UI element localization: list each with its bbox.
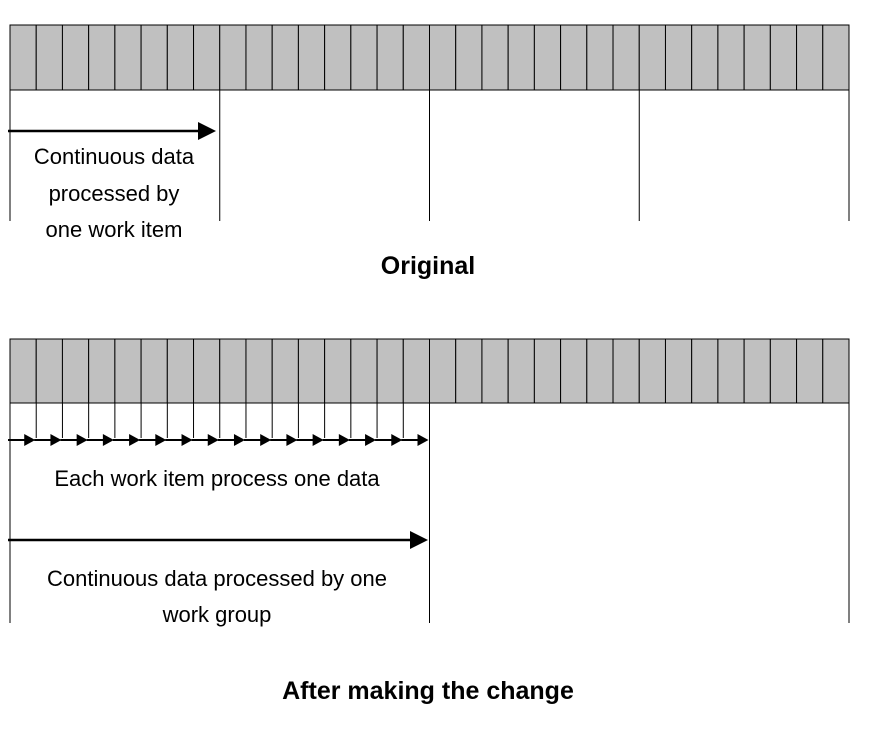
work-item-arrow-head bbox=[181, 434, 193, 446]
original-caption-line-2: processed by bbox=[49, 181, 180, 206]
changed-data-cell bbox=[743, 338, 771, 404]
changed-data-cell bbox=[769, 338, 798, 404]
original-data-cell bbox=[717, 24, 745, 91]
original-data-cell bbox=[429, 24, 457, 91]
changed-data-cell bbox=[193, 338, 221, 404]
original-data-cell bbox=[166, 24, 195, 91]
original-data-cell bbox=[822, 24, 850, 91]
changed-data-cell bbox=[140, 338, 168, 404]
work-item-arrow-head bbox=[24, 434, 36, 446]
work-item-arrow-head bbox=[391, 434, 403, 446]
changed-data-cells bbox=[9, 338, 850, 404]
work-group-arrow bbox=[8, 531, 428, 549]
original-data-cell bbox=[507, 24, 535, 91]
changed-data-cell bbox=[297, 338, 326, 404]
changed-data-cell bbox=[114, 338, 142, 404]
work-item-arrow-head bbox=[365, 434, 377, 446]
original-data-cell bbox=[586, 24, 614, 91]
work-item-arrow-head bbox=[417, 434, 429, 446]
changed-data-cell bbox=[533, 338, 562, 404]
original-data-cell bbox=[796, 24, 824, 91]
changed-data-cell bbox=[35, 338, 63, 404]
changed-data-cell bbox=[455, 338, 483, 404]
original-data-cells bbox=[9, 24, 850, 91]
work-item-arrow-head bbox=[155, 434, 167, 446]
changed-data-cell bbox=[324, 338, 352, 404]
original-data-cell bbox=[219, 24, 247, 91]
changed-data-cell bbox=[350, 338, 378, 404]
original-data-cell bbox=[612, 24, 640, 91]
work-item-caption: Each work item process one data bbox=[54, 466, 380, 491]
work-item-arrow-head bbox=[233, 434, 245, 446]
changed-data-cell bbox=[61, 338, 90, 404]
changed-data-cell bbox=[664, 338, 693, 404]
work-item-arrow-head bbox=[260, 434, 272, 446]
work-item-arrow-head bbox=[338, 434, 350, 446]
original-data-cell bbox=[481, 24, 509, 91]
original-data-cell bbox=[743, 24, 771, 91]
changed-data-cell bbox=[586, 338, 614, 404]
original-data-cell bbox=[140, 24, 168, 91]
original-boundaries bbox=[9, 90, 850, 221]
original-title: Original bbox=[381, 252, 475, 280]
original-data-cell bbox=[324, 24, 352, 91]
original-data-cell bbox=[664, 24, 693, 91]
original-data-cell bbox=[88, 24, 116, 91]
changed-data-cell bbox=[402, 338, 430, 404]
original-data-cell bbox=[638, 24, 666, 91]
work-group-caption-line-2: work group bbox=[162, 602, 272, 627]
original-arrow bbox=[8, 122, 216, 140]
changed-data-cell bbox=[219, 338, 247, 404]
original-data-cell bbox=[245, 24, 273, 91]
changed-data-cell bbox=[481, 338, 509, 404]
changed-data-cell bbox=[691, 338, 719, 404]
changed-data-cell bbox=[717, 338, 745, 404]
changed-data-cell bbox=[9, 338, 37, 404]
work-item-arrow-head bbox=[102, 434, 114, 446]
changed-data-cell bbox=[612, 338, 640, 404]
changed-title: After making the change bbox=[282, 677, 574, 705]
changed-data-cell bbox=[245, 338, 273, 404]
changed-data-cell bbox=[376, 338, 404, 404]
original-data-cell bbox=[35, 24, 63, 91]
original-caption-line-3: one work item bbox=[46, 217, 183, 242]
work-item-arrows bbox=[8, 434, 429, 446]
changed-data-cell bbox=[429, 338, 457, 404]
changed-data-cell bbox=[638, 338, 666, 404]
work-item-arrow-head bbox=[286, 434, 298, 446]
changed-data-cell bbox=[796, 338, 824, 404]
changed-data-cell bbox=[822, 338, 850, 404]
original-data-cell bbox=[297, 24, 326, 91]
original-data-cell bbox=[691, 24, 719, 91]
work-group-caption-line-1: Continuous data processed by one bbox=[47, 566, 387, 591]
original-data-cell bbox=[61, 24, 90, 91]
original-data-cell bbox=[9, 24, 37, 91]
original-data-cell bbox=[402, 24, 430, 91]
original-data-cell bbox=[560, 24, 588, 91]
original-data-cell bbox=[769, 24, 798, 91]
original-data-cell bbox=[455, 24, 483, 91]
changed-data-cell bbox=[271, 338, 299, 404]
changed-data-cell bbox=[88, 338, 116, 404]
original-caption-line-1: Continuous data bbox=[34, 144, 195, 169]
work-item-arrow-head bbox=[50, 434, 62, 446]
work-item-arrow-head bbox=[312, 434, 324, 446]
changed-data-cell bbox=[507, 338, 535, 404]
changed-data-cell bbox=[166, 338, 195, 404]
changed-data-cell bbox=[560, 338, 588, 404]
work-item-arrow-head bbox=[129, 434, 141, 446]
original-data-cell bbox=[271, 24, 299, 91]
original-data-cell bbox=[376, 24, 404, 91]
work-item-arrow-head bbox=[76, 434, 88, 446]
original-data-cell bbox=[350, 24, 378, 91]
original-data-cell bbox=[114, 24, 142, 91]
original-data-cell bbox=[193, 24, 221, 91]
original-data-cell bbox=[533, 24, 562, 91]
work-item-arrow-head bbox=[207, 434, 219, 446]
